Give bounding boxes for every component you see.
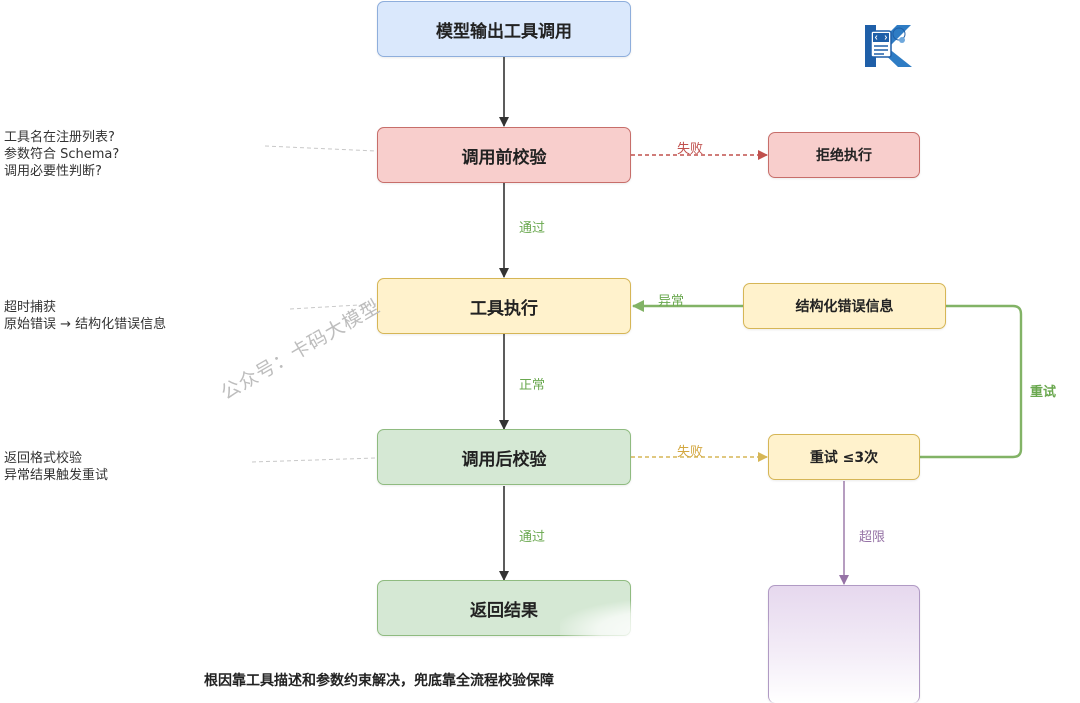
edge-label-post-fail: 失败 [677, 445, 704, 460]
note-pre-call-line: 调用必要性判断? [4, 164, 102, 179]
note-leader-precheck [264, 145, 377, 152]
node-post-call-validation: 调用后校验 [377, 429, 631, 485]
note-leader-exec [289, 303, 377, 310]
note-execution-line: 超时捕获 [4, 300, 57, 315]
node-pre-call-validation: 调用前校验 [377, 127, 631, 183]
note-post-call: 返回格式校验 异常结果触发重试 [4, 450, 108, 484]
arrow-retry-loop [632, 300, 1023, 459]
node-over-limit-terminal [768, 585, 920, 703]
note-pre-call-line: 工具名在注册列表? [4, 130, 115, 145]
node-structured-error-info-label: 结构化错误信息 [795, 299, 894, 315]
edge-label-over-limit: 超限 [859, 530, 886, 545]
footer-caption: 根因靠工具描述和参数约束解决，兜底靠全流程校验保障 [204, 673, 554, 689]
k-logo-icon [865, 25, 912, 67]
node-tool-call-output-label: 模型输出工具调用 [436, 21, 572, 42]
edge-label-exec-normal: 正常 [519, 378, 546, 393]
node-reject-execution-label: 拒绝执行 [816, 148, 872, 164]
note-post-call-line: 返回格式校验 [4, 451, 83, 466]
edge-label-pre-fail: 失败 [677, 142, 704, 157]
note-execution: 超时捕获 原始错误 → 结构化错误信息 [4, 299, 166, 333]
edge-label-pre-pass: 通过 [519, 221, 546, 236]
node-structured-error-info: 结构化错误信息 [743, 283, 946, 329]
edge-label-exec-exception: 异常 [658, 294, 685, 309]
node-tool-call-output: 模型输出工具调用 [377, 1, 631, 57]
note-pre-call: 工具名在注册列表? 参数符合 Schema? 调用必要性判断? [4, 129, 119, 180]
node-retry-limit-label: 重试 ≤3次 [809, 450, 879, 466]
node-tool-execution-label: 工具执行 [470, 298, 538, 319]
edge-label-retry: 重试 [1030, 385, 1057, 400]
note-leader-postcheck [251, 457, 377, 463]
node-post-call-validation-label: 调用后校验 [461, 449, 547, 470]
image-fade-overlay [560, 600, 770, 660]
node-pre-call-validation-label: 调用前校验 [461, 147, 547, 168]
node-retry-limit: 重试 ≤3次 [768, 434, 920, 480]
node-return-result-label: 返回结果 [470, 600, 538, 621]
edge-label-post-pass: 通过 [519, 530, 546, 545]
note-pre-call-line: 参数符合 Schema? [4, 147, 120, 162]
note-post-call-line: 异常结果触发重试 [4, 468, 109, 483]
note-execution-line: 原始错误 → 结构化错误信息 [4, 317, 167, 332]
node-reject-execution: 拒绝执行 [768, 132, 920, 178]
node-tool-execution: 工具执行 [377, 278, 631, 334]
